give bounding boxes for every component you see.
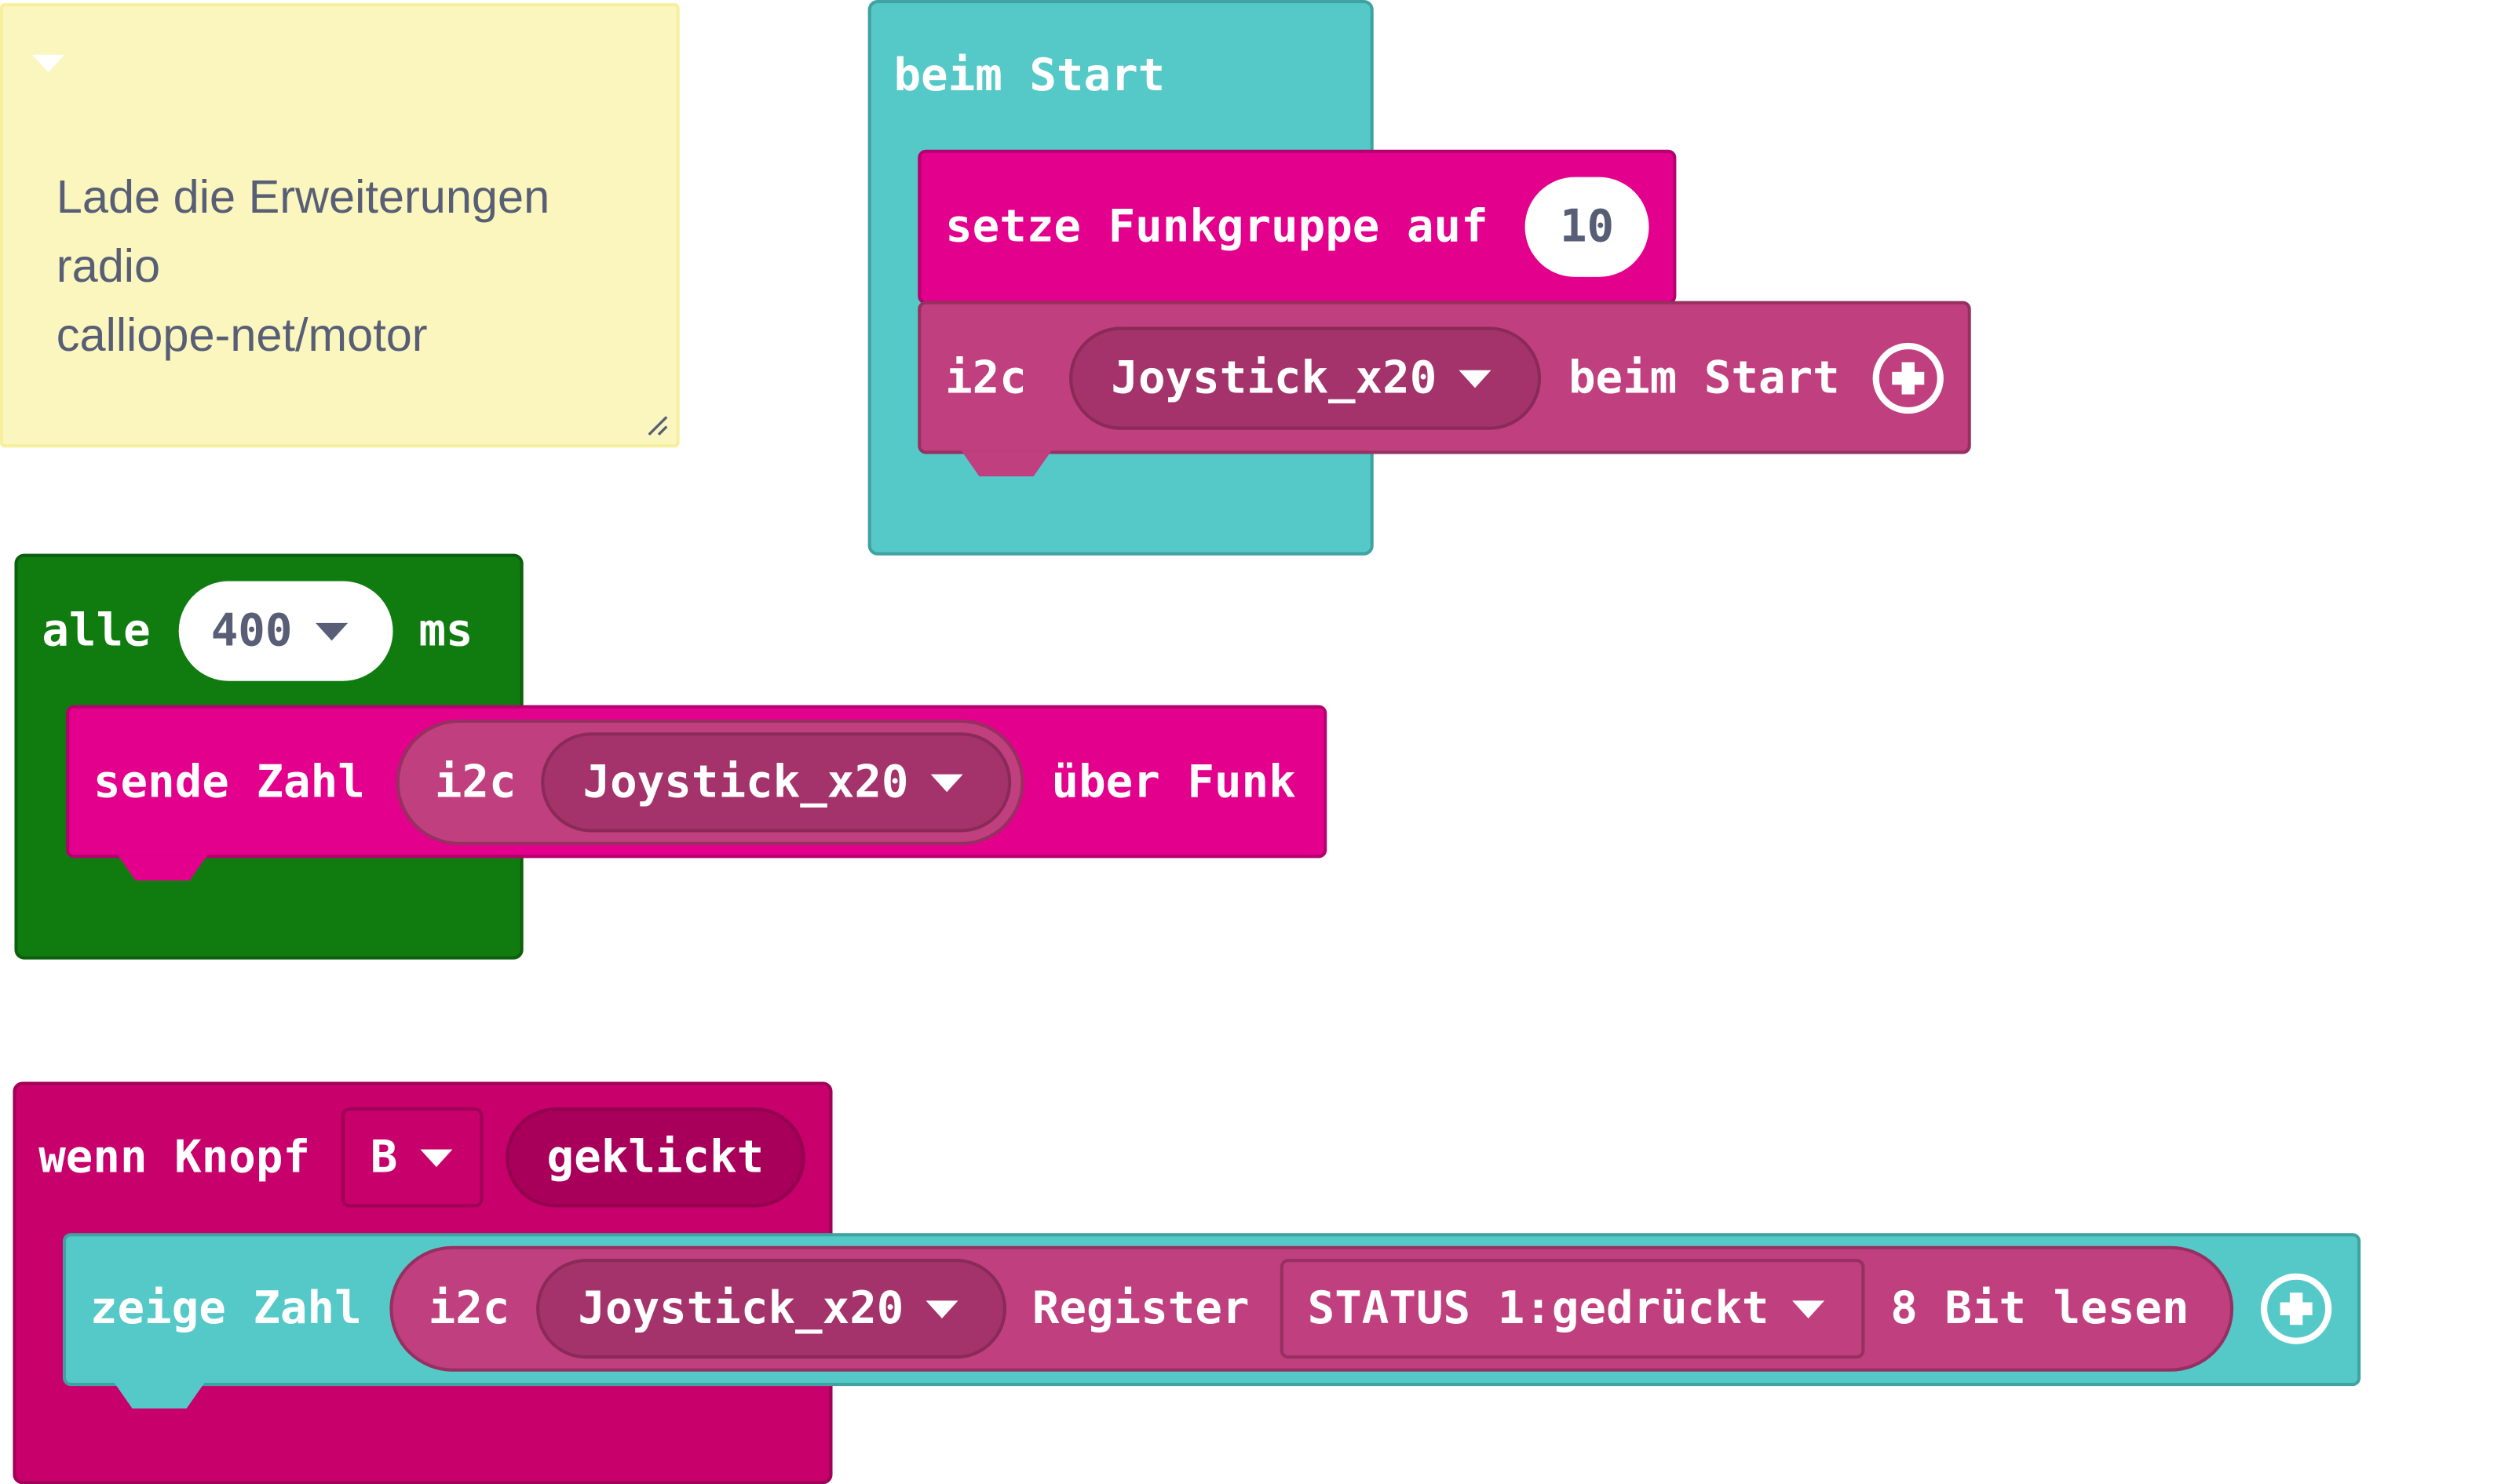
i2c-start-suffix: beim Start (1568, 351, 1840, 404)
show-label: zeige Zahl (89, 1281, 362, 1335)
note-line: radio (56, 241, 161, 294)
note-line: calliope-net/motor (56, 310, 428, 363)
event-dropdown[interactable]: geklickt (506, 1107, 805, 1208)
note-line: Lade die Erweiterungen (56, 172, 550, 224)
resize-handle-icon[interactable] (646, 414, 669, 436)
chevron-down-icon (931, 773, 964, 792)
button-dropdown[interactable]: B (341, 1107, 484, 1208)
device-dropdown[interactable]: Joystick_x20 (541, 732, 1012, 833)
block-notch (114, 1383, 205, 1409)
radio-group-input[interactable]: 10 (1524, 177, 1649, 277)
send-suffix: über Funk (1051, 755, 1296, 808)
device-value: Joystick_x20 (1111, 351, 1437, 404)
radio-group-value: 10 (1559, 199, 1615, 253)
register-label: Register (1031, 1281, 1250, 1335)
device-dropdown[interactable]: Joystick_x20 (536, 1259, 1007, 1359)
on-button-label: wenn Knopf (38, 1129, 311, 1183)
i2c-label: i2c (434, 755, 517, 808)
device-dropdown[interactable]: Joystick_x20 (1069, 326, 1542, 430)
unit-label: ms (418, 603, 473, 657)
chevron-down-icon (926, 1300, 959, 1318)
register-dropdown[interactable]: STATUS 1:gedrückt (1280, 1259, 1865, 1359)
event-value: geklickt (546, 1129, 765, 1183)
register-value: STATUS 1:gedrückt (1307, 1281, 1769, 1335)
device-value: Joystick_x20 (582, 755, 909, 808)
chevron-down-icon (1459, 369, 1492, 388)
device-value: Joystick_x20 (578, 1281, 904, 1335)
on-start-label: beim Start (893, 48, 1166, 102)
set-group-label: setze Funkgruppe auf (945, 199, 1488, 253)
i2c-label: i2c (428, 1281, 510, 1335)
chevron-down-icon (420, 1148, 453, 1167)
note-text[interactable]: Lade die Erweiterungen radio calliope-ne… (57, 164, 550, 372)
send-label: sende Zahl (93, 755, 365, 808)
chevron-down-icon (1791, 1300, 1824, 1318)
block-notch (117, 855, 208, 881)
chevron-down-icon (315, 622, 348, 640)
comment-note[interactable]: Lade die Erweiterungen radio calliope-ne… (0, 3, 680, 448)
i2c-label: i2c (945, 351, 1027, 404)
every-label: alle (42, 603, 151, 657)
collapse-note-icon[interactable] (32, 54, 65, 73)
add-parameter-icon[interactable] (2260, 1273, 2332, 1344)
add-parameter-icon[interactable] (1872, 342, 1944, 414)
interval-value: 400 (210, 603, 293, 657)
read-suffix: 8 Bit lesen (1890, 1281, 2189, 1335)
interval-dropdown[interactable]: 400 (178, 581, 393, 681)
button-value: B (370, 1129, 398, 1183)
